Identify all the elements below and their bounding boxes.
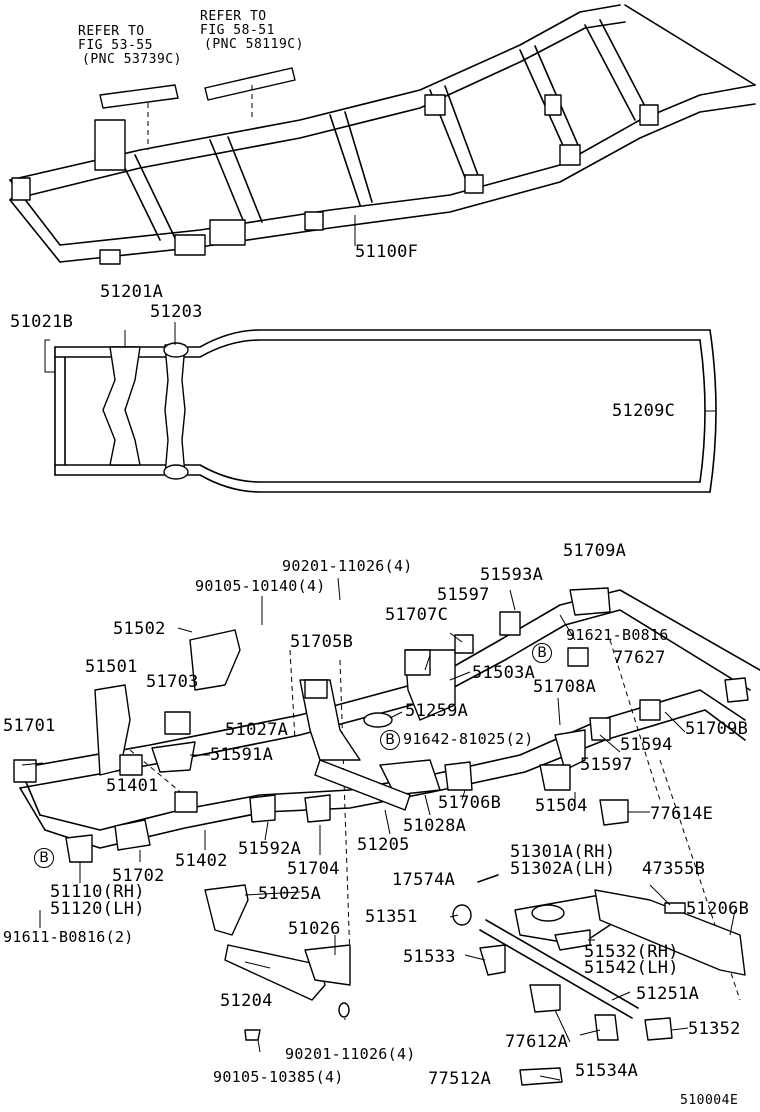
callout-51110: 51110(RH) [50,882,145,902]
callout-51302A: 51302A(LH) [510,859,616,879]
callout-51501: 51501 [85,657,138,677]
callout-51025A: 51025A [258,884,322,904]
callout-51593A: 51593A [480,565,544,585]
callout-51401: 51401 [106,776,159,796]
callout-51352: 51352 [688,1019,741,1039]
callout-51708A: 51708A [533,677,597,697]
callout-91611: 91611-B0816(2) [3,928,134,946]
callout-51597-a: 51597 [437,585,490,605]
callout-51533: 51533 [403,947,456,967]
callout-77614E: 77614E [650,804,714,824]
callout-51502: 51502 [113,619,166,639]
callout-51709B: 51709B [685,719,749,739]
callout-47355B: 47355B [642,859,706,879]
callout-51542: 51542(LH) [584,958,679,978]
callout-51204: 51204 [220,991,273,1011]
callout-91642: 91642-81025(2) [403,730,534,748]
frame-assembly-drawing [9,4,756,265]
refer-note-2: REFER TO FIG 58-51 (PNC 58119C) [200,10,304,52]
badge-b-middle: B [380,730,400,750]
refer-note-2-line2: FIG 58-51 [200,23,275,38]
callout-51597-b: 51597 [580,755,633,775]
exploded-frame-drawing [13,577,760,1086]
callout-90105-bottom: 90105-10385(4) [213,1068,344,1086]
callout-51026: 51026 [288,919,341,939]
refer-note-1: REFER TO FIG 53-55 (PNC 53739C) [78,25,182,67]
callout-51534A: 51534A [575,1061,639,1081]
callout-51251A: 51251A [636,984,700,1004]
callout-77627: 77627 [613,648,666,668]
callout-90201-bottom: 90201-11026(4) [285,1045,416,1063]
refer-note-1-line2: FIG 53-55 [78,38,153,53]
figure-id: 510004E [680,1093,739,1108]
callout-51504: 51504 [535,796,588,816]
callout-51201A: 51201A [100,282,164,302]
callout-51402: 51402 [175,851,228,871]
callout-77512A: 77512A [428,1069,492,1089]
callout-51705B: 51705B [290,632,354,652]
callout-51027A: 51027A [225,720,289,740]
callout-51707C: 51707C [385,605,449,625]
callout-51100F: 51100F [355,242,419,262]
callout-51203: 51203 [150,302,203,322]
badge-b-right: B [532,643,552,663]
callout-51028A: 51028A [403,816,467,836]
frame-outline-drawing [44,322,717,493]
callout-51209C: 51209C [612,401,676,421]
callout-51704: 51704 [287,859,340,879]
callout-51592A: 51592A [238,839,302,859]
badge-b-left: B [34,848,54,868]
callout-51709A: 51709A [563,541,627,561]
callout-51702: 51702 [112,866,165,886]
callout-90201-top: 90201-11026(4) [282,557,413,575]
callout-51120: 51120(LH) [50,899,145,919]
refer-note-1-line1: REFER TO [78,24,145,39]
callout-51703: 51703 [146,672,199,692]
refer-note-1-line3: (PNC 53739C) [82,52,182,67]
callout-51701: 51701 [3,716,56,736]
callout-51706B: 51706B [438,793,502,813]
callout-51206B: 51206B [686,899,750,919]
refer-note-2-line3: (PNC 58119C) [204,37,304,52]
callout-51532: 51532(RH) [584,942,679,962]
callout-51591A: 51591A [210,745,274,765]
callout-51301A: 51301A(RH) [510,842,616,862]
callout-51503A: 51503A [472,663,536,683]
callout-77612A: 77612A [505,1032,569,1052]
callout-51351: 51351 [365,907,418,927]
callout-91621: 91621-B0816 [566,626,669,644]
callout-51259A: 51259A [405,701,469,721]
callout-51594: 51594 [620,735,673,755]
callout-51205: 51205 [357,835,410,855]
callout-17574A: 17574A [392,870,456,890]
refer-note-2-line1: REFER TO [200,9,267,24]
callout-90105-top: 90105-10140(4) [195,577,326,595]
callout-51021B: 51021B [10,312,74,332]
